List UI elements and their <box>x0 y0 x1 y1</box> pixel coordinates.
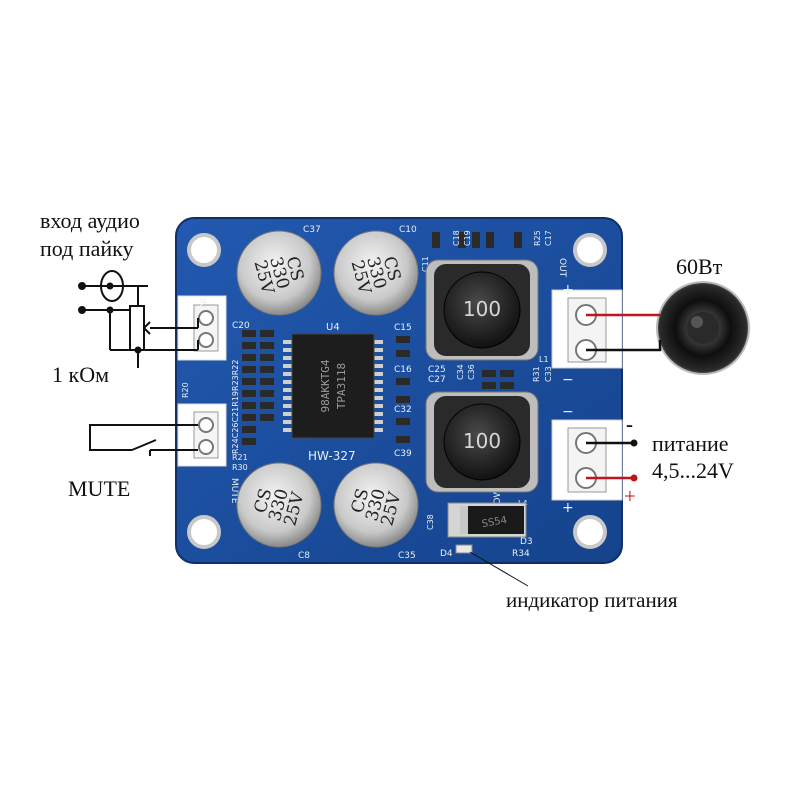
svg-text:C38: C38 <box>426 514 435 530</box>
capacitor-top-left: CS 330 25V <box>236 230 322 316</box>
power-range-label: 4,5...24V <box>652 458 734 483</box>
mute-label: MUTE <box>68 476 131 501</box>
speaker-power-label: 60Вт <box>676 254 723 279</box>
out-terminal: + − <box>551 282 623 388</box>
speaker <box>656 281 750 375</box>
mute-switch-wiring <box>89 424 198 456</box>
svg-text:100: 100 <box>463 429 501 453</box>
mute-board-label: MUTE <box>229 478 239 504</box>
power-wires <box>586 439 638 482</box>
input-wiring <box>78 270 199 368</box>
svg-text:C17: C17 <box>544 230 553 246</box>
power-led <box>455 544 473 554</box>
smd-caps-middle <box>396 232 522 443</box>
svg-text:C11: C11 <box>421 256 430 272</box>
svg-text:+: + <box>562 282 574 298</box>
chip-marking-1: 98AKKTG4 <box>319 359 332 412</box>
svg-text:C15: C15 <box>394 323 412 333</box>
svg-text:C27: C27 <box>428 375 446 385</box>
board-model: HW-327 <box>308 449 356 463</box>
svg-text:C35: C35 <box>398 551 416 561</box>
inductor-bottom: 100 <box>425 391 539 493</box>
svg-text:D4: D4 <box>440 549 453 559</box>
svg-text:100: 100 <box>463 297 501 321</box>
audio-input-label-line2: под пайку <box>40 236 134 261</box>
svg-text:D3: D3 <box>520 537 533 547</box>
svg-text:C32: C32 <box>394 405 412 415</box>
svg-text:−: − <box>562 404 574 420</box>
svg-text:OUT: OUT <box>557 258 567 278</box>
potentiometer-label: 1 кОм <box>52 362 109 387</box>
svg-text:C20: C20 <box>232 321 250 331</box>
svg-text:C33: C33 <box>544 366 553 382</box>
power-label: питание <box>652 431 729 456</box>
chip-marking-2: TPA3118 <box>335 363 348 409</box>
svg-text:C19: C19 <box>463 230 472 246</box>
svg-text:−: − <box>562 372 574 388</box>
svg-text:POWER: POWER <box>493 477 503 510</box>
smd-resistors-left <box>242 330 274 445</box>
svg-text:C25: C25 <box>428 365 446 375</box>
svg-text:C18: C18 <box>452 230 461 246</box>
svg-text:C36: C36 <box>467 364 476 380</box>
indicator-leader <box>469 551 529 587</box>
capacitor-bottom-right: CS 330 25V <box>333 462 419 548</box>
svg-text:R30: R30 <box>232 463 248 472</box>
chip-ref: U4 <box>326 322 340 333</box>
svg-text:C16: C16 <box>394 365 412 375</box>
diode-ss54: SS54 <box>447 502 527 538</box>
mute-header: MUTE <box>177 403 239 504</box>
capacitor-bottom-left: CS 330 25V <box>236 462 322 548</box>
in-label: IN <box>197 298 207 307</box>
svg-text:C10: C10 <box>399 225 417 235</box>
svg-text:C39: C39 <box>394 449 412 459</box>
power-minus-sign: - <box>626 412 633 436</box>
power-terminal: − + <box>551 404 623 516</box>
svg-text:C34: C34 <box>456 364 465 380</box>
svg-text:C8: C8 <box>298 551 310 561</box>
svg-text:R25: R25 <box>533 230 542 246</box>
r24-r22-labels: R24C26C21R19R23R22 <box>231 360 240 454</box>
svg-text:R21: R21 <box>232 453 248 462</box>
speaker-wires <box>586 313 662 352</box>
tpa3118-chip: 98AKKTG4 TPA3118 <box>283 333 383 439</box>
svg-text:L1: L1 <box>539 355 549 364</box>
svg-text:R34: R34 <box>512 549 530 559</box>
svg-text:C37: C37 <box>303 225 321 235</box>
svg-text:+: + <box>562 500 574 516</box>
inductor-top: 100 <box>425 259 539 361</box>
svg-text:R31: R31 <box>532 366 541 382</box>
svg-text:SS54: SS54 <box>481 515 508 530</box>
mounting-holes <box>187 233 607 549</box>
capacitor-top-right: CS 330 25V <box>333 230 419 316</box>
silkscreen-labels: C37 C10 C18 C19 R25 C17 C11 C20 C15 C16 … <box>181 225 567 561</box>
power-indicator-label: индикатор питания <box>506 588 678 612</box>
svg-text:R20: R20 <box>181 382 190 398</box>
audio-input-label-line1: вход аудио <box>40 208 140 233</box>
power-plus-sign: + <box>624 484 636 508</box>
